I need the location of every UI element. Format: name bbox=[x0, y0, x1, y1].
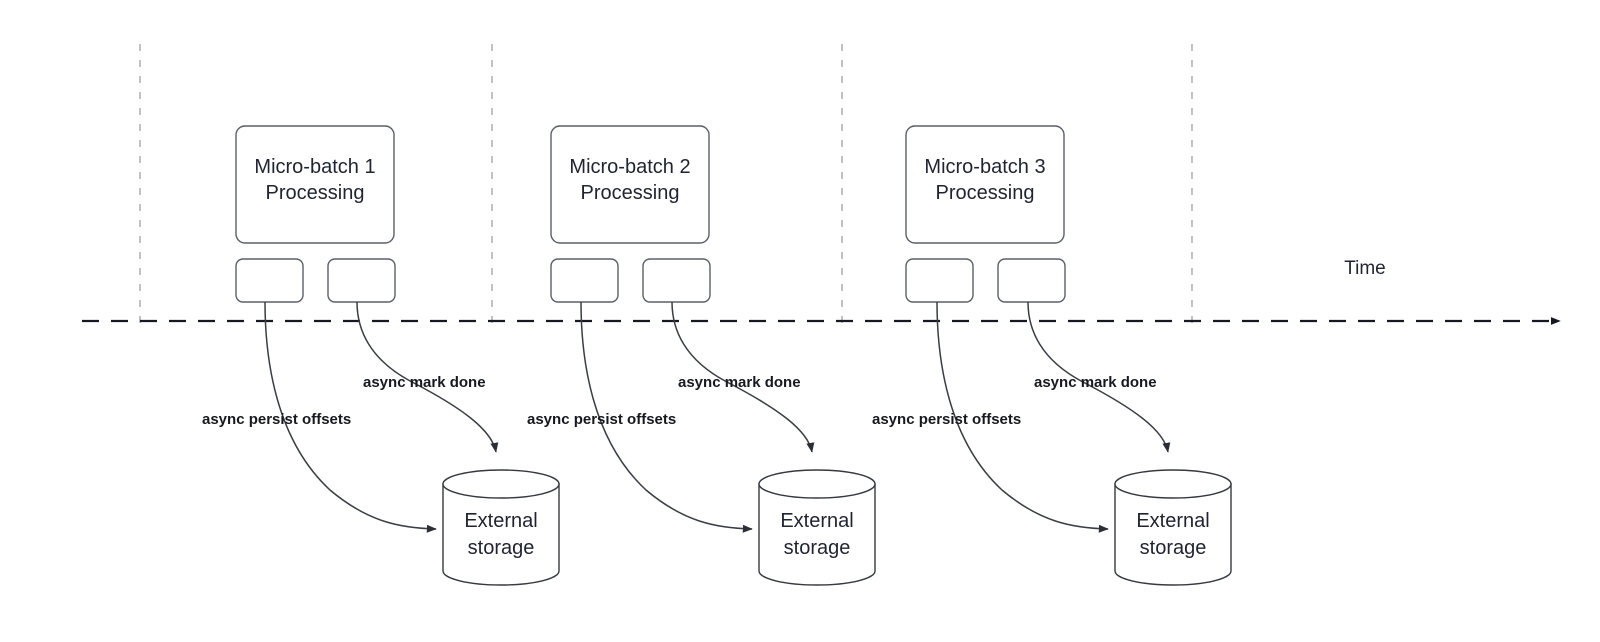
micro-batch-1-persist-offsets-label: async persist offsets bbox=[202, 411, 351, 428]
external-storage-1-label-line2: storage bbox=[468, 537, 535, 559]
external-storage-3-label-line2: storage bbox=[1140, 537, 1207, 559]
micro-batch-2-persist-offsets-task[interactable] bbox=[550, 258, 619, 303]
micro-batch-1-persist-offsets-task[interactable] bbox=[235, 258, 304, 303]
micro-batch-3-mark-done-label: async mark done bbox=[1034, 374, 1157, 391]
micro-batch-1-external-storage[interactable]: External storage bbox=[442, 469, 560, 586]
external-storage-2-label-line1: External bbox=[780, 510, 853, 532]
micro-batch-1-mark-done-edge bbox=[356, 301, 499, 453]
micro-batch-2-title-line1: Micro-batch 2 bbox=[569, 156, 690, 178]
external-storage-2-body bbox=[758, 483, 876, 586]
external-storage-3-label-line1: External bbox=[1136, 510, 1209, 532]
micro-batch-1-title-line2: Processing bbox=[266, 182, 365, 204]
external-storage-1-label-line1: External bbox=[464, 510, 537, 532]
micro-batch-3-mark-done-edge bbox=[1027, 301, 1171, 453]
micro-batch-2-mark-done-task[interactable] bbox=[642, 258, 711, 303]
micro-batch-3-persist-offsets-edge bbox=[936, 301, 1109, 533]
micro-batch-1-box[interactable] bbox=[235, 125, 395, 244]
external-storage-1-top bbox=[442, 469, 560, 499]
micro-batch-2-persist-offsets-edge bbox=[580, 301, 753, 533]
micro-batch-2-persist-offsets-label: async persist offsets bbox=[527, 411, 676, 428]
external-storage-2-label-line2: storage bbox=[784, 537, 851, 559]
external-storage-2-top bbox=[758, 469, 876, 499]
external-storage-3-body bbox=[1114, 483, 1232, 586]
external-storage-3-top bbox=[1114, 469, 1232, 499]
micro-batch-2-mark-done-label: async mark done bbox=[678, 374, 801, 391]
micro-batch-1-mark-done-task[interactable] bbox=[327, 258, 396, 303]
micro-batch-2-external-storage[interactable]: External storage bbox=[758, 469, 876, 586]
micro-batch-1-title-line1: Micro-batch 1 bbox=[254, 156, 375, 178]
micro-batch-2-title-line2: Processing bbox=[581, 182, 680, 204]
micro-batch-1-persist-offsets-edge bbox=[264, 301, 437, 533]
micro-batch-3-group: Micro-batch 3 Processing External storag… bbox=[872, 125, 1232, 586]
micro-batch-3-persist-offsets-task[interactable] bbox=[905, 258, 974, 303]
micro-batch-3-external-storage[interactable]: External storage bbox=[1114, 469, 1232, 586]
micro-batch-3-title-line2: Processing bbox=[936, 182, 1035, 204]
micro-batch-2-box[interactable] bbox=[550, 125, 710, 244]
micro-batch-2-group: Micro-batch 2 Processing External storag… bbox=[527, 125, 876, 586]
micro-batch-3-title-line1: Micro-batch 3 bbox=[924, 156, 1045, 178]
time-axis-label: Time bbox=[1344, 258, 1386, 279]
micro-batch-2-mark-done-edge bbox=[671, 301, 815, 453]
micro-batch-1-group: Micro-batch 1 Processing External storag… bbox=[202, 125, 560, 586]
micro-batch-3-persist-offsets-label: async persist offsets bbox=[872, 411, 1021, 428]
micro-batch-1-mark-done-label: async mark done bbox=[363, 374, 486, 391]
micro-batch-3-mark-done-task[interactable] bbox=[997, 258, 1066, 303]
micro-batch-3-box[interactable] bbox=[905, 125, 1065, 244]
external-storage-1-body bbox=[442, 483, 560, 586]
